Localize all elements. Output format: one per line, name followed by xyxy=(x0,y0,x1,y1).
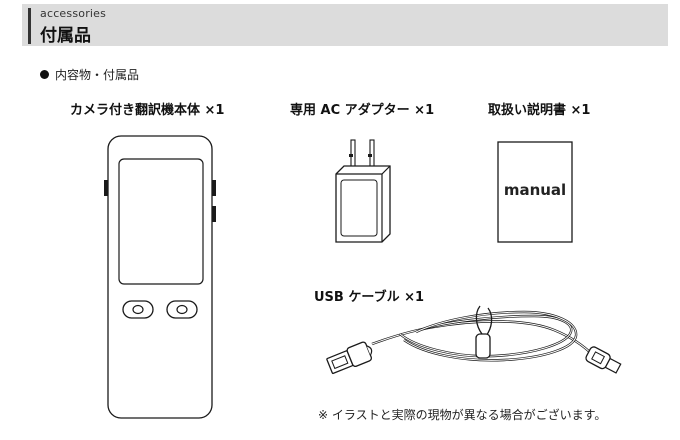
header-accent-bar xyxy=(28,8,31,44)
header-band xyxy=(22,4,668,46)
manual-cover-text: manual xyxy=(504,181,566,199)
section-heading-text: 内容物・付属品 xyxy=(55,68,140,82)
ac-adapter-icon xyxy=(335,139,391,243)
adapter-label: 専用 AC アダプター ×1 xyxy=(290,103,435,118)
manual-label: 取扱い説明書 ×1 xyxy=(488,103,591,118)
translator-device-icon xyxy=(104,135,216,419)
cable-label: USB ケーブル ×1 xyxy=(314,290,425,305)
section-heading: 内容物・付属品 xyxy=(40,66,139,83)
usb-cable-icon xyxy=(326,305,622,375)
page-title: 付属品 xyxy=(40,26,91,46)
manual-booklet-icon: manual xyxy=(497,141,573,243)
bullet-icon xyxy=(40,70,49,79)
header-subtitle: accessories xyxy=(40,7,107,20)
device-label: カメラ付き翻訳機本体 ×1 xyxy=(70,103,225,118)
disclaimer-note: ※ イラストと実際の現物が異なる場合がございます。 xyxy=(318,408,607,422)
